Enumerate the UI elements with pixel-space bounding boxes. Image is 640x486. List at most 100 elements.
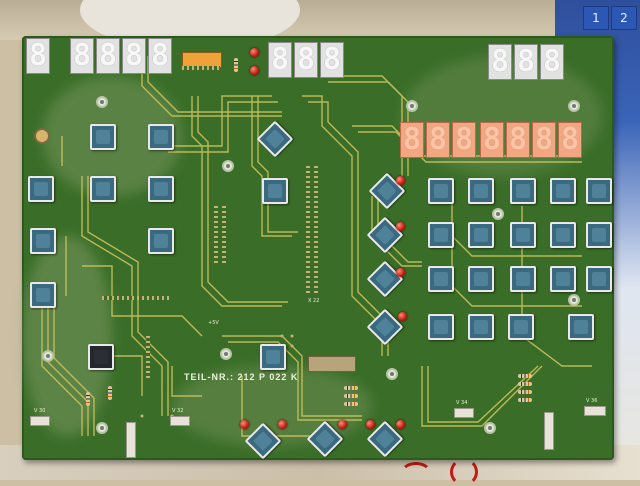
mounting-hole (568, 294, 580, 306)
v-label: V 30 (34, 408, 46, 414)
label-sticker (308, 356, 356, 372)
push-button-grid[interactable] (428, 178, 454, 204)
header-pins (314, 166, 318, 296)
resistor (234, 58, 238, 72)
resistor (518, 382, 532, 386)
display-digit: 8 (96, 38, 120, 74)
panel-key-1[interactable]: 1 (583, 6, 609, 30)
board-connector (126, 422, 136, 458)
push-button-grid[interactable] (428, 222, 454, 248)
header-pins (306, 166, 310, 296)
board-connector (170, 416, 190, 426)
mounting-hole (96, 96, 108, 108)
led-indicator (396, 420, 405, 429)
board-connector (544, 412, 554, 450)
part-number-label: TEIL-NR.: 212 P 022 K (184, 372, 299, 382)
push-button-s33[interactable] (148, 176, 174, 202)
push-button-grid[interactable] (468, 314, 494, 340)
push-button-grid[interactable] (468, 266, 494, 292)
mounting-hole (406, 100, 418, 112)
v-label: V 36 (586, 398, 598, 404)
push-button-grid[interactable] (468, 178, 494, 204)
resistor (344, 394, 358, 398)
push-button-s30[interactable] (90, 124, 116, 150)
resistor (86, 392, 90, 406)
display-digit: 8 (148, 38, 172, 74)
push-button-grid[interactable] (508, 314, 534, 340)
push-button-grid[interactable] (510, 222, 536, 248)
led-indicator (396, 222, 405, 231)
display-digit: 8 (540, 44, 564, 80)
push-button-bottom-center[interactable] (260, 344, 286, 370)
push-button-s31[interactable] (90, 176, 116, 202)
display-digit: 8 (452, 122, 476, 158)
push-button-grid[interactable] (428, 266, 454, 292)
resistor (518, 398, 532, 402)
display-digit: 8 (70, 38, 94, 74)
mounting-hole (220, 348, 232, 360)
board-connector (454, 408, 474, 418)
chip-pins (182, 66, 220, 70)
v-label: V 34 (456, 400, 468, 406)
marker-scribble (400, 462, 432, 486)
push-button-grid[interactable] (550, 266, 576, 292)
panel-key-2[interactable]: 2 (611, 6, 637, 30)
push-button-grid[interactable] (510, 266, 536, 292)
trimmer-potentiometer[interactable] (34, 128, 50, 144)
display-digit: 8 (488, 44, 512, 80)
resistor (518, 374, 532, 378)
resistor (518, 390, 532, 394)
mounting-hole (484, 422, 496, 434)
push-button-s36[interactable] (28, 176, 54, 202)
header-pins (214, 206, 218, 266)
push-button-dark[interactable] (88, 344, 114, 370)
mounting-hole (42, 350, 54, 362)
connector-label: X 22 (308, 298, 320, 304)
board-connector (584, 406, 606, 416)
push-button-center[interactable] (262, 178, 288, 204)
display-digit: 8 (26, 38, 50, 74)
push-button-grid[interactable] (550, 178, 576, 204)
resistor (108, 386, 112, 400)
led-indicator (250, 48, 259, 57)
push-button-grid[interactable] (586, 222, 612, 248)
display-digit: 8 (506, 122, 530, 158)
push-button-grid[interactable] (550, 222, 576, 248)
push-button-grid[interactable] (586, 178, 612, 204)
v-label: V 32 (172, 408, 184, 414)
mounting-hole (222, 160, 234, 172)
led-indicator (396, 268, 405, 277)
led-indicator (250, 66, 259, 75)
display-digit: 8 (514, 44, 538, 80)
led-indicator (278, 420, 287, 429)
push-button-s34[interactable] (148, 124, 174, 150)
push-button-grid[interactable] (468, 222, 494, 248)
push-button-s32[interactable] (148, 228, 174, 254)
display-digit: 8 (426, 122, 450, 158)
push-button-grid[interactable] (568, 314, 594, 340)
marker-scribble (450, 458, 478, 486)
resistor (344, 402, 358, 406)
display-digit: 8 (400, 122, 424, 158)
resistor (344, 386, 358, 390)
push-button-grid[interactable] (428, 314, 454, 340)
display-digit: 8 (320, 42, 344, 78)
circuit-board: 8 8 8 8 8 8 8 8 8 8 8 8 8 8 8 8 8 8 (22, 36, 614, 460)
push-button-s39[interactable] (30, 282, 56, 308)
header-pins (102, 296, 172, 300)
display-digit: 8 (122, 38, 146, 74)
led-indicator (366, 420, 375, 429)
voltage-label: +5V (208, 320, 219, 326)
display-digit: 8 (532, 122, 556, 158)
push-button-s38[interactable] (30, 228, 56, 254)
led-indicator (398, 312, 407, 321)
display-digit: 8 (480, 122, 504, 158)
led-indicator (240, 420, 249, 429)
board-connector (30, 416, 50, 426)
mounting-hole (568, 100, 580, 112)
board-grime (22, 236, 112, 436)
push-button-grid[interactable] (510, 178, 536, 204)
push-button-grid[interactable] (586, 266, 612, 292)
header-pins (146, 336, 150, 380)
led-indicator (338, 420, 347, 429)
